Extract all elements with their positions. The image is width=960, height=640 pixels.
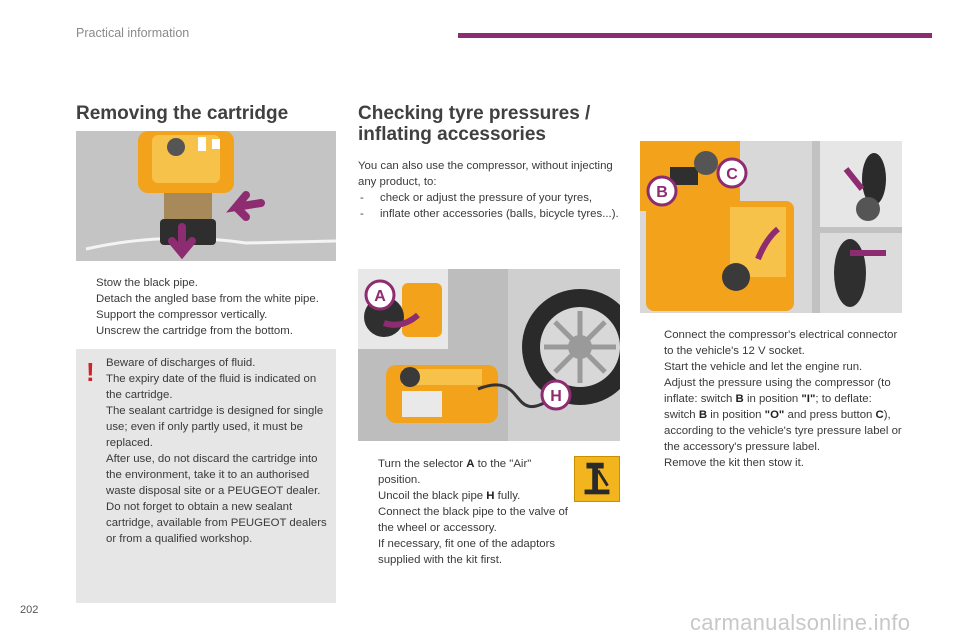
figure-compressor-controls: B C [640, 141, 902, 313]
list-item: Detach the angled base from the white pi… [96, 293, 319, 305]
list-item: Remove the kit then stow it. [664, 457, 804, 469]
list-item: Adjust the pressure using the compressor… [664, 377, 902, 453]
figure-label-h: H [550, 388, 562, 405]
cartridge-illustration [76, 131, 336, 261]
tool-kit-icon [574, 456, 620, 502]
list-item: Turn the selector A to the "Air" positio… [378, 458, 532, 486]
watermark: carmanualsonline.info [690, 610, 911, 635]
heading-removing-cartridge: Removing the cartridge [76, 103, 289, 124]
list-item: Uncoil the black pipe H fully. [378, 490, 521, 502]
list-item: Support the compressor vertically. [96, 309, 268, 321]
uses-list: -check or adjust the pressure of your ty… [358, 190, 620, 222]
compressor-wheel-illustration: A H [358, 269, 620, 441]
figure-label-c: C [726, 166, 738, 183]
list-item: -check or adjust the pressure of your ty… [360, 192, 593, 204]
pressure-steps-list: Connect the compressor's electrical conn… [644, 327, 902, 471]
figure-label-a: A [374, 288, 386, 305]
figure-compressor-wheel: A H [358, 269, 620, 441]
figure-label-b: B [656, 184, 668, 201]
section-label: Practical information [76, 26, 190, 40]
header-accent-bar [458, 33, 932, 38]
intro-paragraph: You can also use the compressor, without… [358, 160, 620, 222]
inflation-steps-list: Turn the selector A to the "Air" positio… [358, 456, 572, 568]
exclamation-icon: ! [86, 357, 95, 387]
list-item: Start the vehicle and let the engine run… [664, 361, 863, 373]
heading-checking-tyre-pressures: Checking tyre pressures / inflating acce… [358, 103, 591, 145]
list-item: Unscrew the cartridge from the bottom. [96, 325, 293, 337]
list-item: Connect the compressor's electrical conn… [664, 329, 898, 357]
removal-steps-list: Stow the black pipe. Detach the angled b… [76, 275, 338, 339]
list-item: Connect the black pipe to the valve of t… [378, 506, 568, 566]
figure-cartridge-removal [76, 131, 336, 261]
list-item: -inflate other accessories (balls, bicyc… [360, 208, 619, 220]
warning-box: ! Beware of discharges of fluid. The exp… [76, 349, 336, 603]
warning-text: Beware of discharges of fluid. The expir… [106, 357, 327, 545]
compressor-controls-illustration: B C [640, 141, 902, 313]
list-item: Stow the black pipe. [96, 277, 198, 289]
page-number: 202 [20, 604, 39, 616]
